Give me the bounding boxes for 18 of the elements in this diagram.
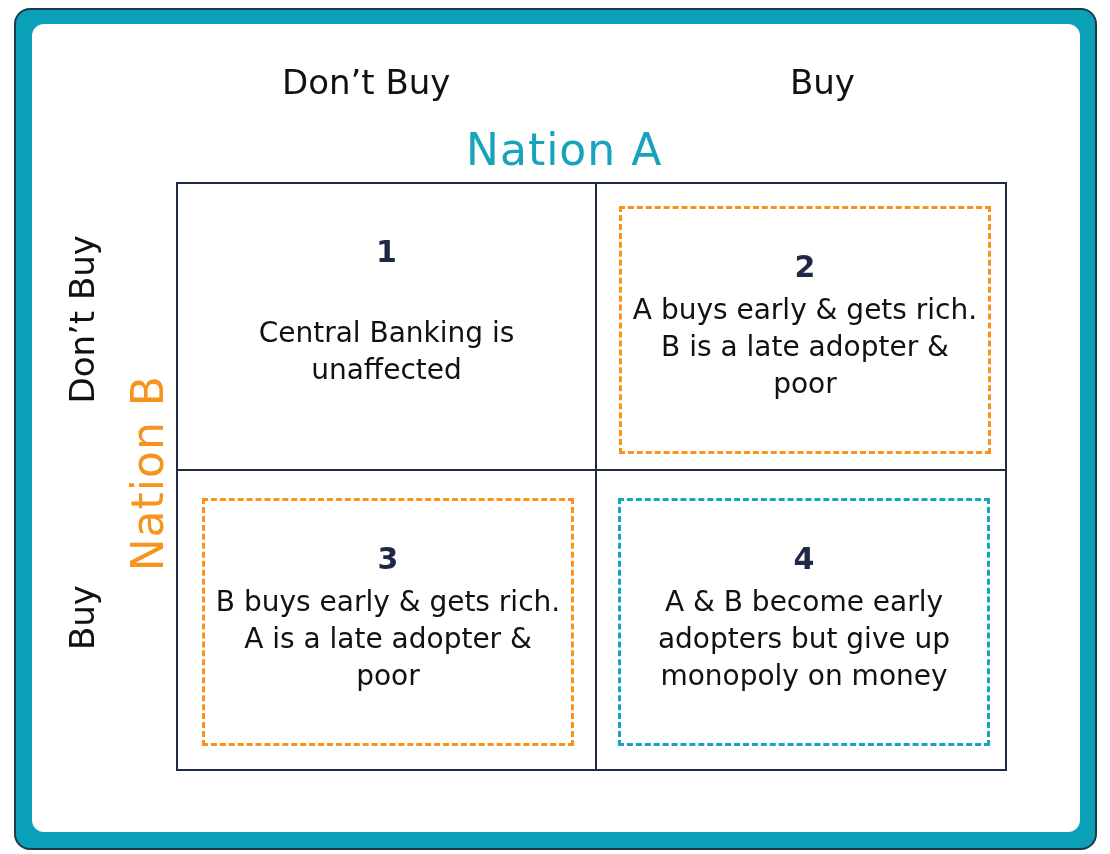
column-header: Don’t Buy (282, 62, 451, 102)
row-header: Don’t Buy (62, 235, 102, 404)
matrix-cell (595, 182, 1007, 471)
row-header: Buy (62, 585, 102, 650)
quadrant-text: A & B become early adopters but give up monopoly on money (656, 584, 952, 694)
quadrant-text: B buys early & gets rich. A is a late adopter & poor (215, 584, 561, 694)
quadrant-text: Central Banking is unaffected (257, 315, 516, 388)
column-header: Buy (790, 62, 855, 102)
matrix-cell (595, 469, 1007, 771)
quadrant-number: 2 (793, 249, 817, 284)
quadrant-number: 1 (375, 234, 398, 269)
quadrant-number: 3 (376, 541, 400, 576)
axis-title: Nation B (122, 375, 173, 572)
axis-title: Nation A (466, 124, 663, 175)
quadrant-number: 4 (792, 541, 816, 576)
quadrant-text: A buys early & gets rich. B is a late adopter & poor (632, 292, 978, 402)
matrix-cell (176, 469, 597, 771)
matrix-cell (176, 182, 597, 471)
